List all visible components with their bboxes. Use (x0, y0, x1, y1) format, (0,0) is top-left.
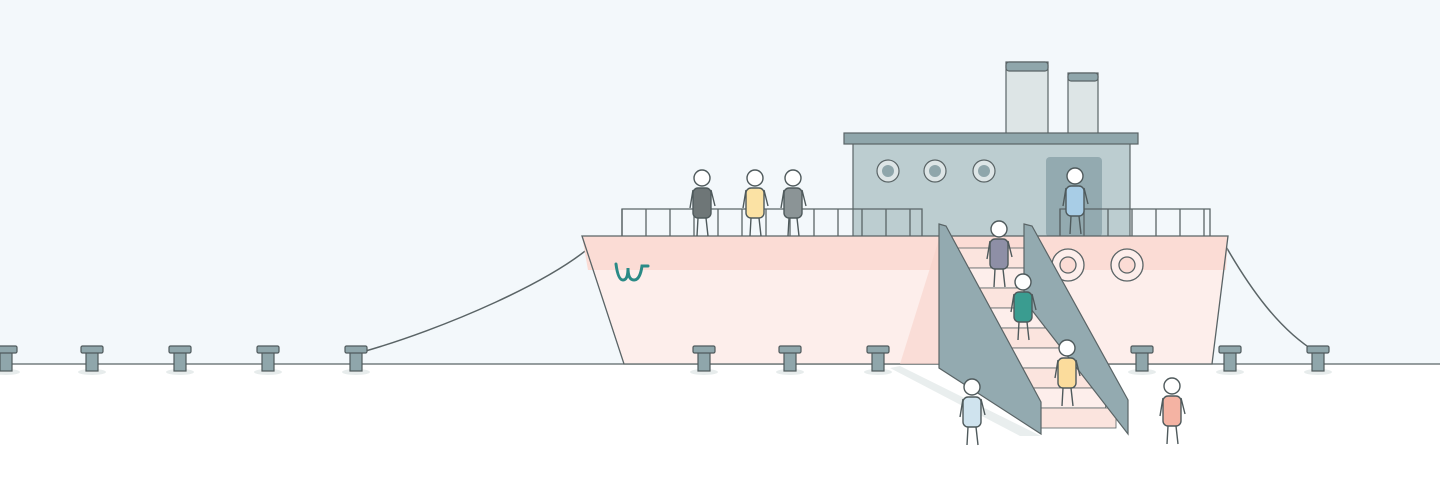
brand-logo (614, 262, 650, 282)
person (689, 169, 716, 237)
bollard (0, 345, 20, 375)
bollard (78, 345, 106, 375)
bollard (1304, 345, 1332, 375)
cabin (843, 132, 1139, 238)
bollard (254, 345, 282, 375)
person (742, 169, 769, 237)
deck-railing (621, 208, 1211, 236)
mooring-rope-right (1219, 235, 1317, 353)
hull (581, 235, 1229, 365)
bollard (1216, 345, 1244, 375)
person (1159, 377, 1186, 445)
person (1054, 339, 1081, 407)
dock (0, 364, 1440, 481)
person (959, 378, 986, 446)
bollard (342, 345, 370, 375)
person (986, 220, 1013, 288)
stair-step (1034, 407, 1117, 429)
porthole-icon (876, 159, 996, 183)
bollard (776, 345, 804, 375)
bollard (166, 345, 194, 375)
person (1010, 273, 1037, 341)
person (1062, 167, 1089, 235)
person (780, 169, 807, 237)
bollard (864, 345, 892, 375)
bollards (0, 345, 1332, 375)
people (689, 167, 1186, 446)
bollard (690, 345, 718, 375)
mooring-rope-left (361, 235, 603, 353)
bollard (1128, 345, 1156, 375)
life-ring-icon (1051, 248, 1144, 282)
